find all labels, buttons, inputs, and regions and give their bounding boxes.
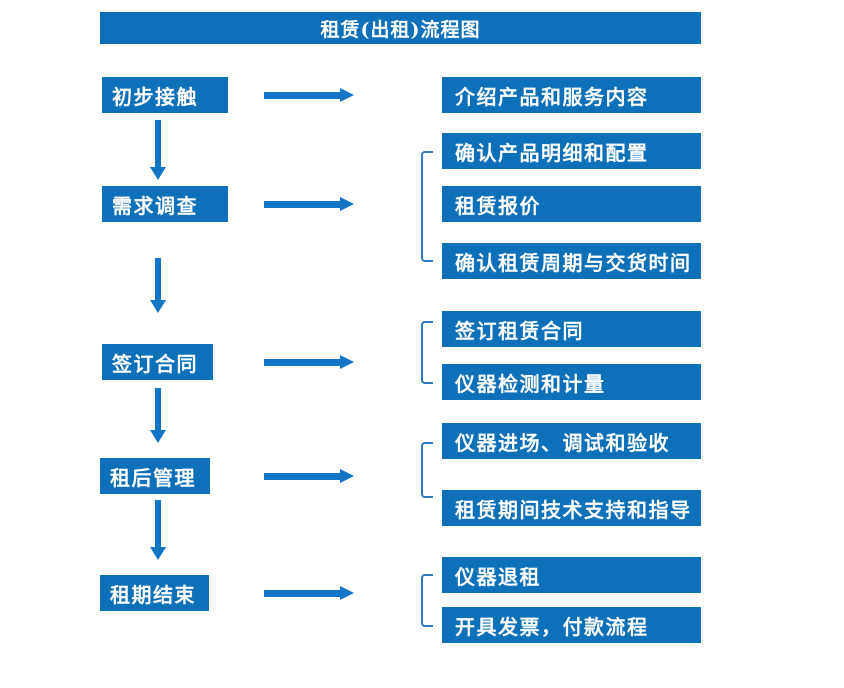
detail-box: 租赁报价 <box>442 186 701 222</box>
detail-box: 仪器进场、调试和验收 <box>442 423 701 459</box>
detail-box: 开具发票，付款流程 <box>442 607 701 643</box>
group-bracket <box>421 151 433 262</box>
detail-box: 确认产品明细和配置 <box>442 133 701 169</box>
flow-step-box: 租后管理 <box>100 458 210 494</box>
flow-step-box: 需求调查 <box>102 186 228 222</box>
group-bracket <box>421 574 433 627</box>
arrow-right-icon <box>264 469 354 483</box>
arrow-down-icon <box>150 500 166 560</box>
page-title: 租赁(出租)流程图 <box>100 12 701 44</box>
detail-box: 介绍产品和服务内容 <box>442 77 701 113</box>
arrow-down-icon <box>150 258 166 313</box>
arrow-down-icon <box>150 388 166 443</box>
group-bracket <box>421 442 433 498</box>
flow-step-box: 初步接触 <box>102 77 228 113</box>
arrow-right-icon <box>264 355 354 369</box>
flow-step-box: 签订合同 <box>102 344 213 380</box>
detail-box: 仪器检测和计量 <box>442 364 701 400</box>
arrow-right-icon <box>264 586 354 600</box>
flow-step-box: 租期结束 <box>100 575 209 611</box>
group-bracket <box>421 321 433 384</box>
detail-box: 签订租赁合同 <box>442 311 701 347</box>
arrow-right-icon <box>264 88 354 102</box>
detail-box: 租赁期间技术支持和指导 <box>442 490 701 526</box>
detail-box: 仪器退租 <box>442 557 701 593</box>
arrow-right-icon <box>264 197 354 211</box>
arrow-down-icon <box>150 120 166 180</box>
detail-box: 确认租赁周期与交货时间 <box>442 243 701 279</box>
